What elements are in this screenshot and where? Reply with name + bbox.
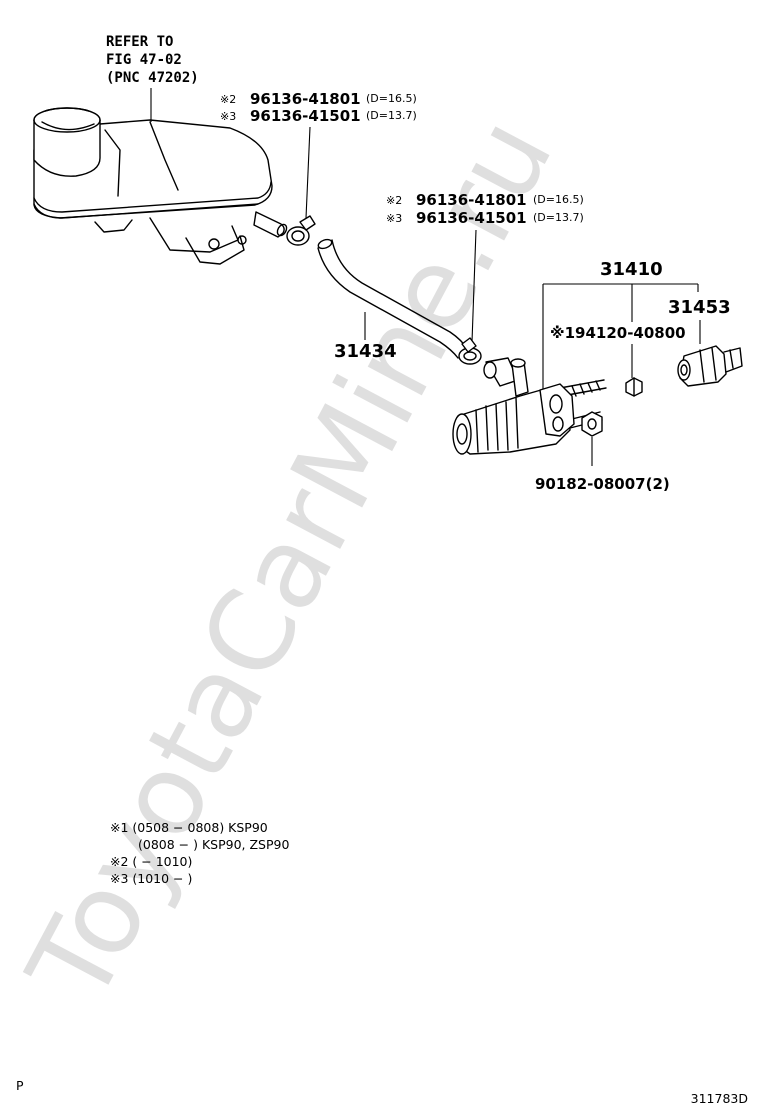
reference-note: REFER TO FIG 47-02 (PNC 47202) [106,34,199,86]
hose-clamp-icon [458,337,482,365]
lower-clamp-3-spec: (D=13.7) [533,211,584,224]
bleeder-plug-icon [677,345,743,387]
lower-clamp-3-mark: ※3 [386,212,402,225]
nut-part-number: 90182-08007(2) [535,475,670,493]
lower-clamp-2-mark: ※2 [386,194,402,207]
footer-left: P [16,1078,24,1093]
note-1a: ※1 (0508 − 0808) KSP90 [110,820,268,835]
hose-part-number: 31434 [334,341,397,362]
upper-clamp-2-mark: ※2 [220,93,236,106]
reference-line-3: (PNC 47202) [106,70,199,86]
lower-clamp-2-part-number: 96136-41801 [416,191,527,209]
note-2: ※2 ( − 1010) [110,854,192,869]
assy-bracket [542,283,699,402]
bleeder-plug-part-number: 31453 [668,297,731,318]
reference-line-1: REFER TO [106,34,173,50]
upper-clamp-leader [305,126,311,219]
footer-right: 311783D [691,1091,748,1106]
upper-clamp-callout: ※2 96136-41801 (D=16.5) ※3 96136-41501 (… [220,90,417,125]
hex-nut-icon [581,411,603,437]
upper-clamp-2-spec: (D=16.5) [366,92,417,105]
applicability-notes: ※1 (0508 − 0808) KSP90 (0808 − ) KSP90, … [110,820,289,886]
reference-line-2: FIG 47-02 [106,52,182,68]
hose-clamp-icon [286,215,316,246]
note-1b: (0808 − ) KSP90, ZSP90 [138,837,289,852]
lower-clamp-2-spec: (D=16.5) [533,193,584,206]
upper-clamp-3-mark: ※3 [220,110,236,123]
upper-clamp-3-spec: (D=13.7) [366,109,417,122]
screw-part-number: ※194120-40800 [550,324,686,342]
brake-fluid-reservoir-icon [33,107,288,265]
upper-clamp-2-part-number: 96136-41801 [250,90,361,108]
upper-clamp-3-part-number: 96136-41501 [250,107,361,125]
lower-clamp-3-part-number: 96136-41501 [416,209,527,227]
hex-nut-icon [625,377,643,397]
clutch-release-cylinder-icon [452,357,607,455]
note-3: ※3 (1010 − ) [110,871,192,886]
cylinder-assy-part-number: 31410 [600,259,663,280]
lower-clamp-callout: ※2 96136-41801 (D=16.5) ※3 96136-41501 (… [386,191,584,227]
lower-clamp-leader [471,229,477,343]
